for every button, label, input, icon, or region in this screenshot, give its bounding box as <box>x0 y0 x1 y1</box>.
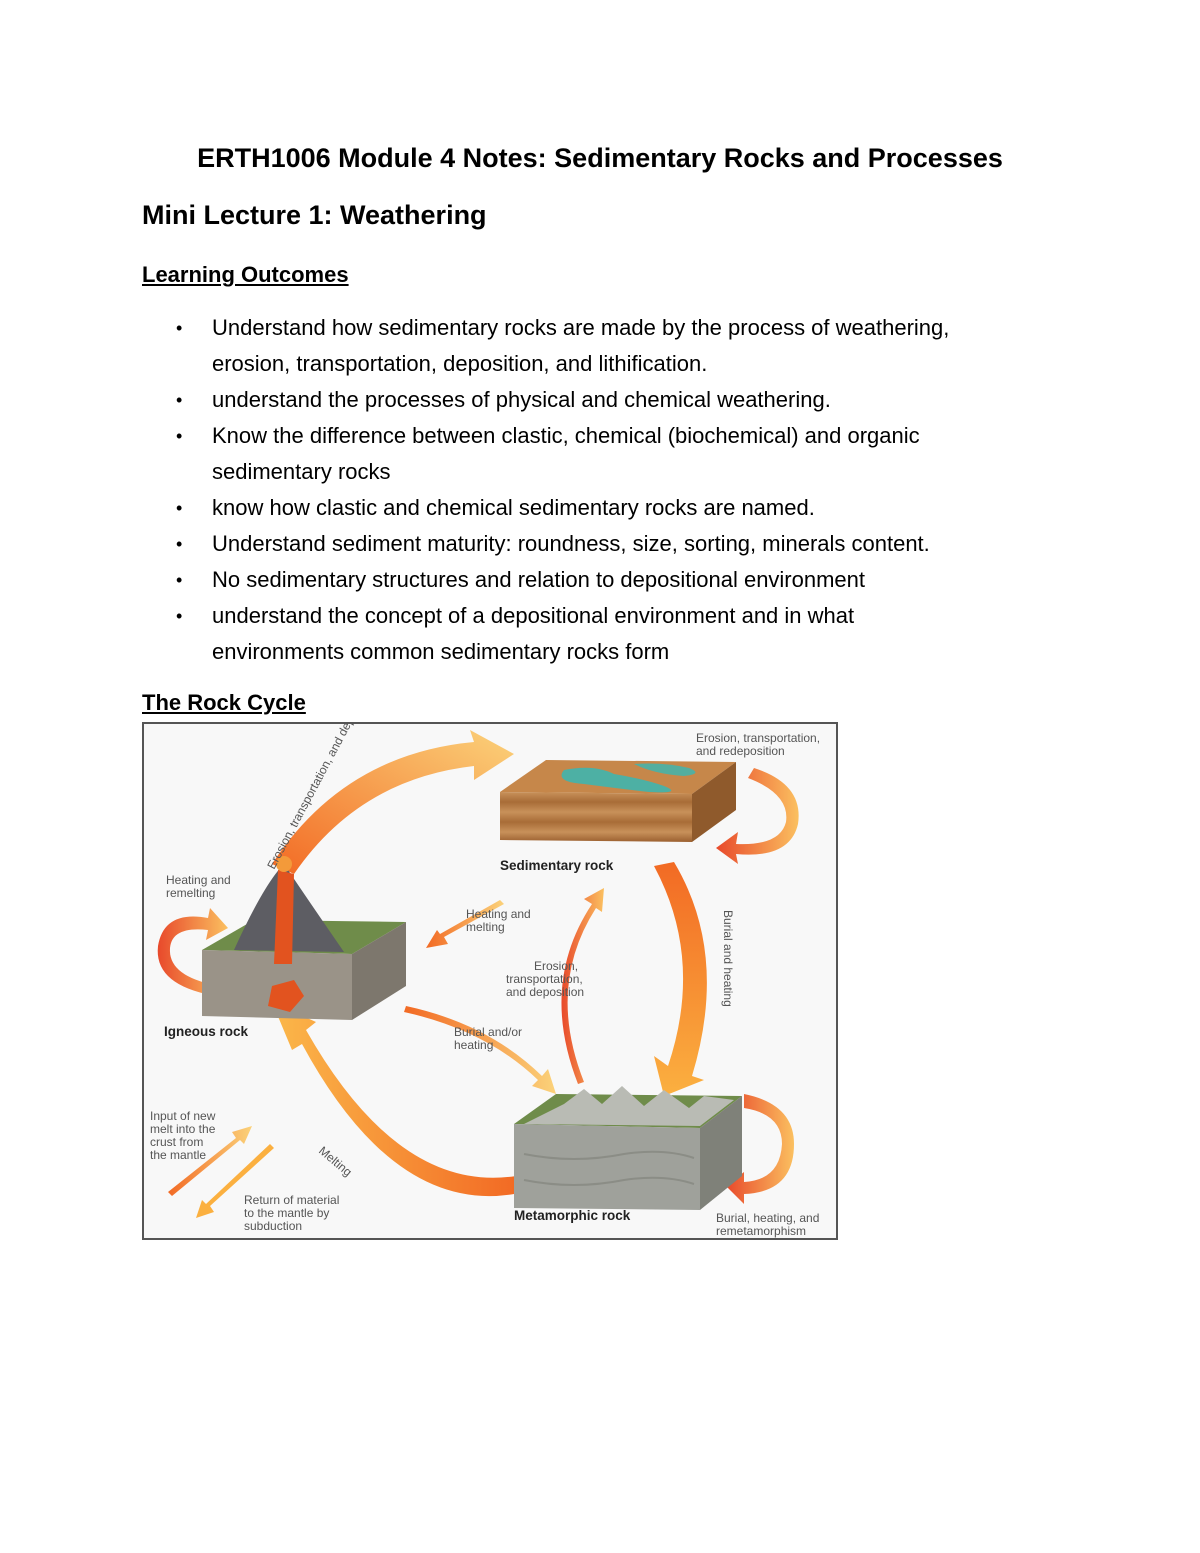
igneous-rock-block <box>202 856 406 1020</box>
label-return-line2: to the mantle by <box>244 1206 329 1220</box>
list-item: • Know the difference between clastic, c… <box>142 418 1072 490</box>
label-mid-etd-line1: Erosion, <box>534 959 578 973</box>
rock-cycle-diagram: Sedimentary rock Igneous rock Metamorphi… <box>150 724 820 1238</box>
label-mid-etd-line2: transportation, <box>506 972 583 986</box>
arrow-input-melt <box>168 1126 252 1196</box>
label-input-line2: melt into the <box>150 1122 216 1136</box>
bullet-icon: • <box>176 498 183 518</box>
label-sedimentary-rock: Sedimentary rock <box>500 858 614 873</box>
label-heat-melt-line2: melting <box>466 920 505 934</box>
bullet-icon: • <box>176 606 183 626</box>
list-item-line: environments common sedimentary rocks fo… <box>212 639 670 664</box>
list-item: • Understand sediment maturity: roundnes… <box>142 526 1072 562</box>
learning-outcomes-heading: Learning Outcomes <box>142 262 349 287</box>
arrow-loop-metamorphic <box>726 1094 794 1204</box>
list-item-line: sedimentary rocks <box>212 459 391 484</box>
label-ign-loop-line2: remelting <box>166 886 215 900</box>
list-item-line: No sedimentary structures and relation t… <box>212 567 866 592</box>
label-sed-loop-line1: Erosion, transportation, <box>696 731 820 745</box>
label-meta-loop-line2: remetamorphism <box>716 1224 806 1238</box>
label-metamorphic-rock: Metamorphic rock <box>514 1208 631 1223</box>
arrow-heating-melting <box>426 900 504 948</box>
list-item-line: Understand how sedimentary rocks are mad… <box>212 315 950 340</box>
label-input-line3: crust from <box>150 1135 203 1149</box>
label-burial-heating: Burial and heating <box>721 910 735 1007</box>
label-burial-or-line2: heating <box>454 1038 493 1052</box>
label-melting: Melting <box>316 1144 355 1180</box>
metamorphic-rock-block <box>514 1086 742 1210</box>
label-sed-loop-line2: and redeposition <box>696 744 785 758</box>
label-return-line3: subduction <box>244 1219 302 1233</box>
bullet-icon: • <box>176 534 183 554</box>
arrow-center-vertical <box>561 888 604 1084</box>
rock-cycle-figure: Sedimentary rock Igneous rock Metamorphi… <box>142 722 838 1240</box>
label-burial-or-line1: Burial and/or <box>454 1025 522 1039</box>
label-meta-loop-line1: Burial, heating, and <box>716 1211 819 1225</box>
arrow-loop-igneous <box>157 908 228 994</box>
arrow-top-arc <box>272 730 514 874</box>
arrow-right-arc <box>654 862 707 1096</box>
label-heat-melt-line1: Heating and <box>466 907 531 921</box>
label-input-line1: Input of new <box>150 1109 216 1123</box>
list-item: • understand the concept of a deposition… <box>142 598 1072 670</box>
list-item: • No sedimentary structures and relation… <box>142 562 1072 598</box>
arrow-return-mantle <box>196 1144 274 1218</box>
arrow-bottom-arc <box>272 1002 516 1197</box>
arrow-burial-or-heating <box>404 1006 556 1094</box>
label-igneous-rock: Igneous rock <box>164 1024 249 1039</box>
bullet-icon: • <box>176 318 183 338</box>
list-item: • know how clastic and chemical sediment… <box>142 490 1072 526</box>
list-item-line: know how clastic and chemical sedimentar… <box>212 495 815 520</box>
list-item-line: Know the difference between clastic, che… <box>212 423 920 448</box>
list-item-line: understand the concept of a depositional… <box>212 603 855 628</box>
label-input-line4: the mantle <box>150 1148 206 1162</box>
learning-outcomes-list: • Understand how sedimentary rocks are m… <box>142 310 1072 670</box>
document-title: ERTH1006 Module 4 Notes: Sedimentary Roc… <box>197 143 1003 173</box>
bullet-icon: • <box>176 570 183 590</box>
label-mid-etd-line3: and deposition <box>506 985 584 999</box>
list-item-line: Understand sediment maturity: roundness,… <box>212 531 930 556</box>
list-item-line: understand the processes of physical and… <box>212 387 831 412</box>
rock-cycle-heading: The Rock Cycle <box>142 690 306 715</box>
sedimentary-rock-block <box>500 760 736 842</box>
bullet-icon: • <box>176 390 183 410</box>
bullet-icon: • <box>176 426 183 446</box>
list-item: • Understand how sedimentary rocks are m… <box>142 310 1072 382</box>
mini-lecture-heading: Mini Lecture 1: Weathering <box>142 200 487 230</box>
label-ign-loop-line1: Heating and <box>166 873 231 887</box>
label-return-line1: Return of material <box>244 1193 339 1207</box>
arrow-loop-sedimentary <box>716 768 799 864</box>
list-item-line: erosion, transportation, deposition, and… <box>212 351 708 376</box>
list-item: • understand the processes of physical a… <box>142 382 1072 418</box>
